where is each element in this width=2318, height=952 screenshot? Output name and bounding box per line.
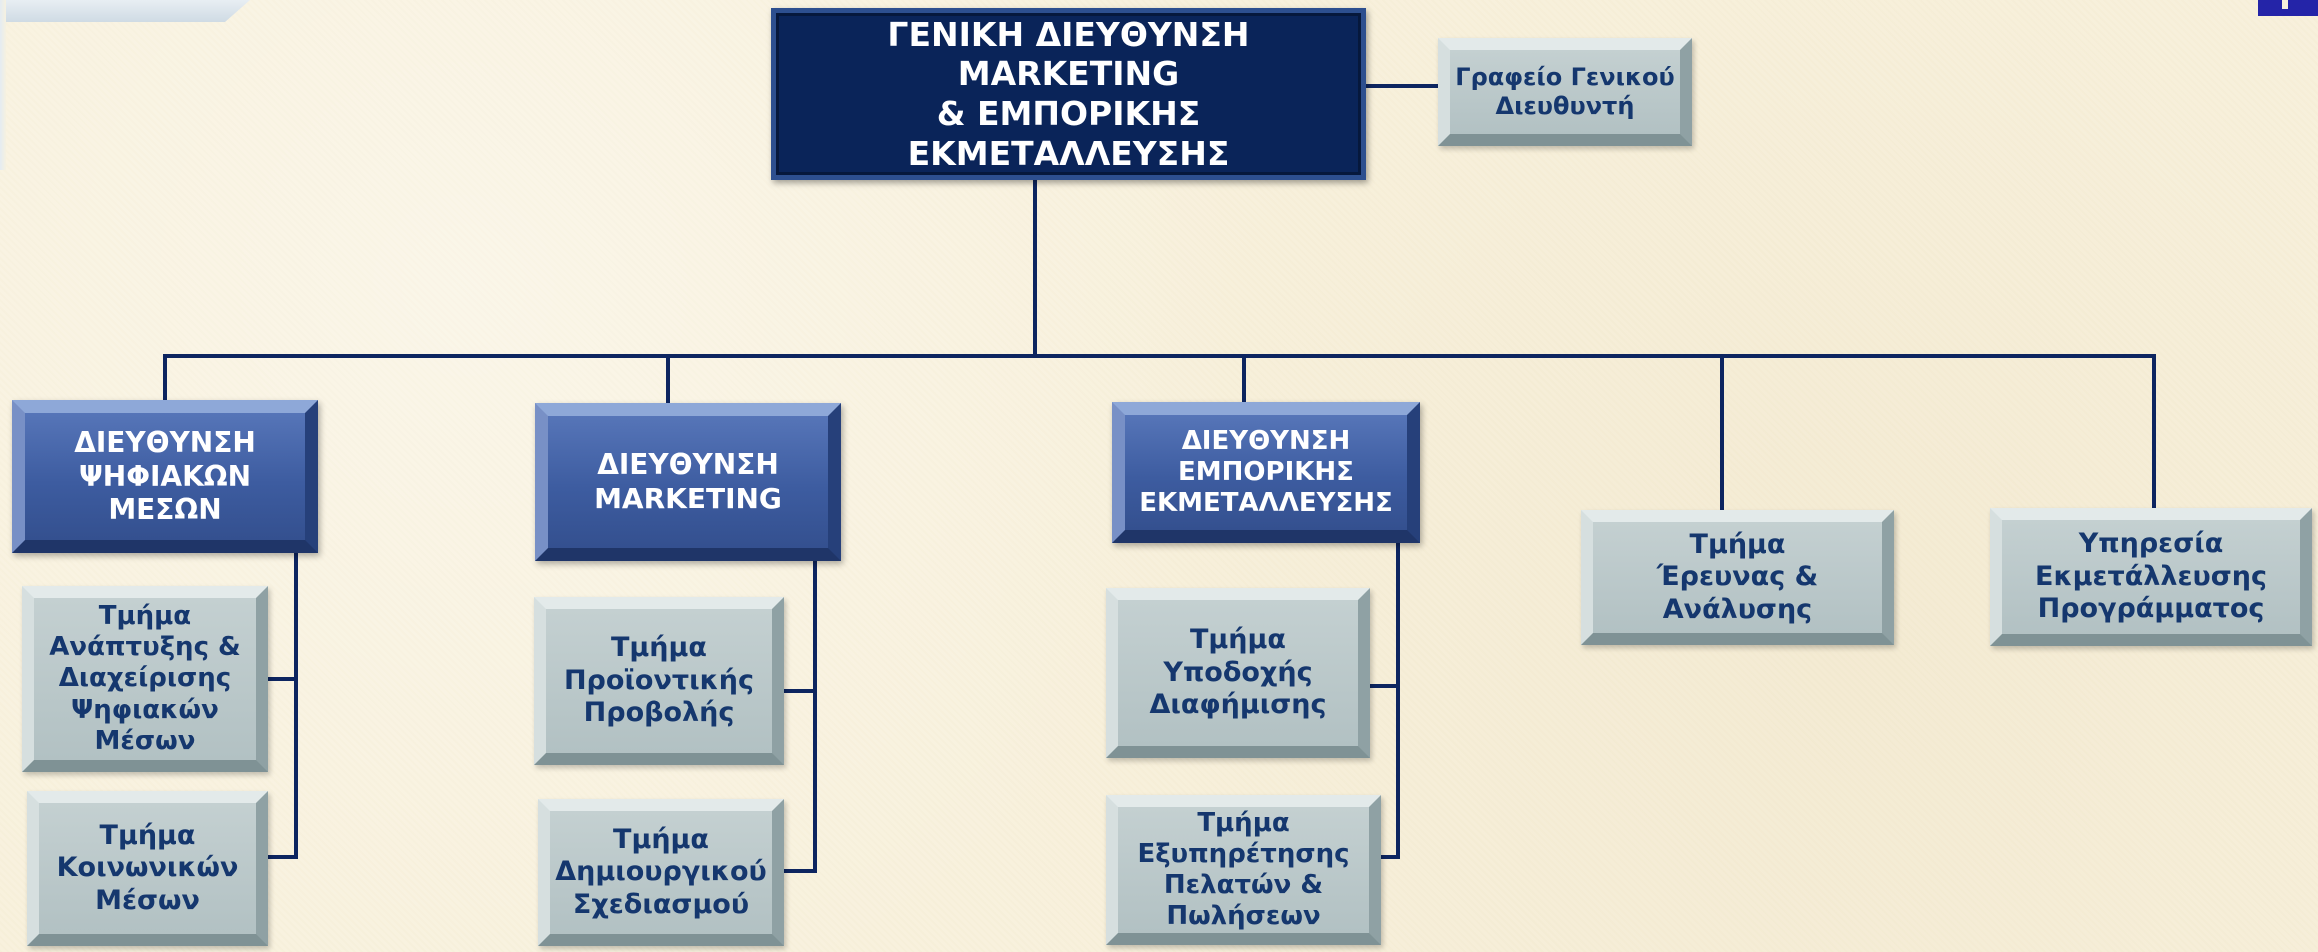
unit-creative-design-label: Τμήμα Δημιουργικού Σχεδιασμού: [555, 823, 767, 920]
connector-dir3-units: [1379, 541, 1400, 859]
directorate-digital-media-label: ΔΙΕΥΘΥΝΣΗ ΨΗΦΙΑΚΩΝ ΜΕΣΩΝ: [74, 426, 256, 527]
connector-dir1-units: [266, 551, 298, 859]
directorate-commercial-box: ΔΙΕΥΘΥΝΣΗ ΕΜΠΟΡΙΚΗΣ ΕΚΜΕΤΑΛΛΕΥΣΗΣ: [1112, 402, 1420, 543]
service-programme-box: Υπηρεσία Εκμετάλλευσης Προγράμματος: [1990, 508, 2312, 646]
unit-social-media-box: Τμήμα Κοινωνικών Μέσων: [27, 791, 268, 946]
top-left-decoration: [0, 0, 250, 22]
unit-ad-reception-box: Τμήμα Υποδοχής Διαφήμισης: [1106, 588, 1370, 758]
unit-social-media-label: Τμήμα Κοινωνικών Μέσων: [56, 819, 239, 916]
unit-digital-media-dev-label: Τμήμα Ανάπτυξης & Διαχείρισης Ψηφιακών Μ…: [49, 601, 241, 756]
unit-ad-reception-label: Τμήμα Υποδοχής Διαφήμισης: [1149, 624, 1327, 721]
left-edge-decoration: [0, 0, 6, 170]
department-research-label: Τμήμα Έρευνας & Ανάλυσης: [1656, 528, 1819, 625]
office-general-director-box: Γραφείο Γενικού Διευθυντή: [1438, 38, 1692, 146]
directorate-digital-media-box: ΔΙΕΥΘΥΝΣΗ ΨΗΦΙΑΚΩΝ ΜΕΣΩΝ: [12, 400, 318, 553]
general-directorate-label: ΓΕΝΙΚΗ ΔΙΕΥΘΥΝΣΗ MARKETING & ΕΜΠΟΡΙΚΗΣ Ε…: [887, 14, 1250, 173]
directorate-marketing-label: ΔΙΕΥΘΥΝΣΗ MARKETING: [594, 448, 782, 515]
unit-product-promotion-label: Τμήμα Προϊοντικής Προβολής: [563, 632, 755, 729]
office-general-director-label: Γραφείο Γενικού Διευθυντή: [1455, 63, 1675, 120]
unit-creative-design-box: Τμήμα Δημιουργικού Σχεδιασμού: [538, 799, 784, 946]
unit-customer-service-box: Τμήμα Εξυπηρέτησης Πελατών & Πωλήσεων: [1106, 795, 1381, 945]
unit-customer-service-label: Τμήμα Εξυπηρέτησης Πελατών & Πωλήσεων: [1137, 807, 1350, 932]
directorate-commercial-label: ΔΙΕΥΘΥΝΣΗ ΕΜΠΟΡΙΚΗΣ ΕΚΜΕΤΑΛΛΕΥΣΗΣ: [1139, 425, 1393, 519]
general-directorate-box: ΓΕΝΙΚΗ ΔΙΕΥΘΥΝΣΗ MARKETING & ΕΜΠΟΡΙΚΗΣ Ε…: [771, 8, 1366, 180]
corner-logo-fragment: [2258, 0, 2318, 16]
unit-product-promotion-box: Τμήμα Προϊοντικής Προβολής: [534, 597, 784, 765]
department-research-box: Τμήμα Έρευνας & Ανάλυσης: [1581, 510, 1894, 645]
directorate-marketing-box: ΔΙΕΥΘΥΝΣΗ MARKETING: [535, 403, 841, 561]
connector-dir2-units: [782, 559, 817, 873]
service-programme-label: Υπηρεσία Εκμετάλλευσης Προγράμματος: [2035, 528, 2267, 625]
unit-digital-media-dev-box: Τμήμα Ανάπτυξης & Διαχείρισης Ψηφιακών Μ…: [22, 586, 268, 772]
